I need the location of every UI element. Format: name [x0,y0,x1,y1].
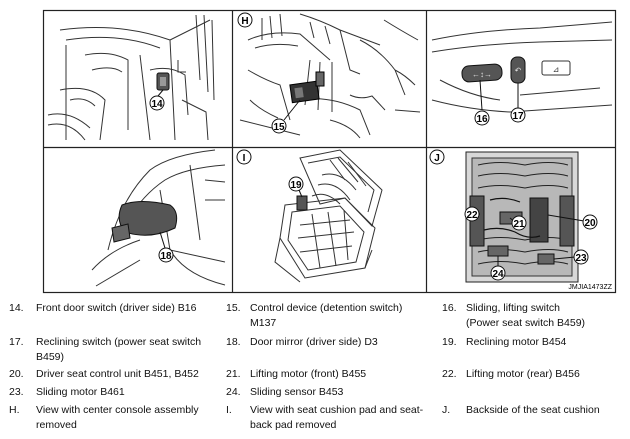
memory-switch-part: ⊿ [541,60,571,76]
sliding-lifting-switch-part: ←↕→ [461,63,503,83]
legend-text: Door mirror (driver side) D3 [250,336,378,348]
leader-20 [547,214,585,222]
legend-text: View with center console assembly [36,404,199,416]
panel-seat-switches [431,21,613,113]
legend-number: 22. [442,368,457,380]
callout-14: 14 [151,99,163,110]
legend-text: back pad removed [250,419,337,431]
legend-number: 18. [226,336,241,348]
panel-letter-j: J [434,153,440,164]
callout-15: 15 [273,122,285,133]
legend: 14. Front door switch (driver side) B16 … [0,302,630,439]
leader-16 [479,79,483,111]
legend-text: Sliding motor B461 [36,386,125,398]
legend-number: 24. [226,386,241,398]
svg-text:←↕→: ←↕→ [472,70,492,79]
leader-18 [159,231,166,249]
legend-number: J. [442,404,451,416]
legend-number: I. [226,404,232,416]
legend-number: 17. [9,336,24,348]
legend-text: Sliding, lifting switch [466,302,560,314]
door-mirror-part [111,201,178,243]
legend-number: 14. [9,302,24,314]
legend-text: Reclining switch (power seat switch [36,336,202,348]
legend-text: B459) [36,351,65,363]
component-location-diagram: 14 15 H ←↕→ [42,9,617,294]
legend-row: 14. Front door switch (driver side) B16 … [0,302,630,336]
legend-row: 17. Reclining switch (power seat switch … [0,336,630,370]
legend-text: Control device (detention switch) [250,302,403,314]
legend-number: 20. [9,368,24,380]
callout-20: 20 [584,218,596,229]
leader-14 [157,89,164,97]
panel-i-seat-frame [274,149,383,283]
legend-number: 15. [226,302,241,314]
legend-text: Lifting motor (rear) B456 [466,368,580,380]
callout-24: 24 [492,269,504,280]
panel-letter-h: H [241,16,248,27]
svg-text:⊿: ⊿ [553,65,560,74]
legend-row: 23. Sliding motor B461 24. Sliding senso… [0,386,630,420]
svg-text:↶: ↶ [515,66,522,75]
legend-text: Front door switch (driver side) B16 [36,302,197,314]
legend-number: 16. [442,302,457,314]
legend-number: 21. [226,368,241,380]
callout-18: 18 [160,251,172,262]
legend-text: M137 [250,317,277,329]
legend-text: View with seat cushion pad and seat- [250,404,424,416]
legend-number: H. [9,404,20,416]
legend-text: Driver seat control unit B451, B452 [36,368,199,380]
callout-17: 17 [512,111,524,122]
callout-16: 16 [476,114,488,125]
figure-code: JMJIA1473ZZ [568,284,612,291]
legend-text: Lifting motor (front) B455 [250,368,367,380]
legend-number: 23. [9,386,24,398]
callout-22: 22 [466,210,478,221]
legend-text: Backside of the seat cushion [466,404,600,416]
legend-number: 19. [442,336,457,348]
legend-text: (Power seat switch B459) [466,317,586,329]
legend-row: 20. Driver seat control unit B451, B452 … [0,368,630,402]
legend-text: Sliding sensor B453 [250,386,344,398]
reclining-motor-part [296,195,308,211]
callout-23: 23 [575,253,587,264]
leader-15 [283,99,301,121]
panel-letter-i: I [243,153,246,164]
callout-19: 19 [290,180,302,191]
detention-switch-part [289,71,325,104]
legend-row: H. View with center console assembly rem… [0,404,630,438]
leader-19 [298,189,303,198]
leader-23 [553,256,576,260]
legend-text: Reclining motor B454 [466,336,567,348]
legend-text: removed [36,419,77,431]
panel-door-switch [47,14,215,141]
callout-21: 21 [513,219,525,230]
door-switch-part [156,72,170,91]
reclining-switch-part: ↶ [510,56,526,84]
